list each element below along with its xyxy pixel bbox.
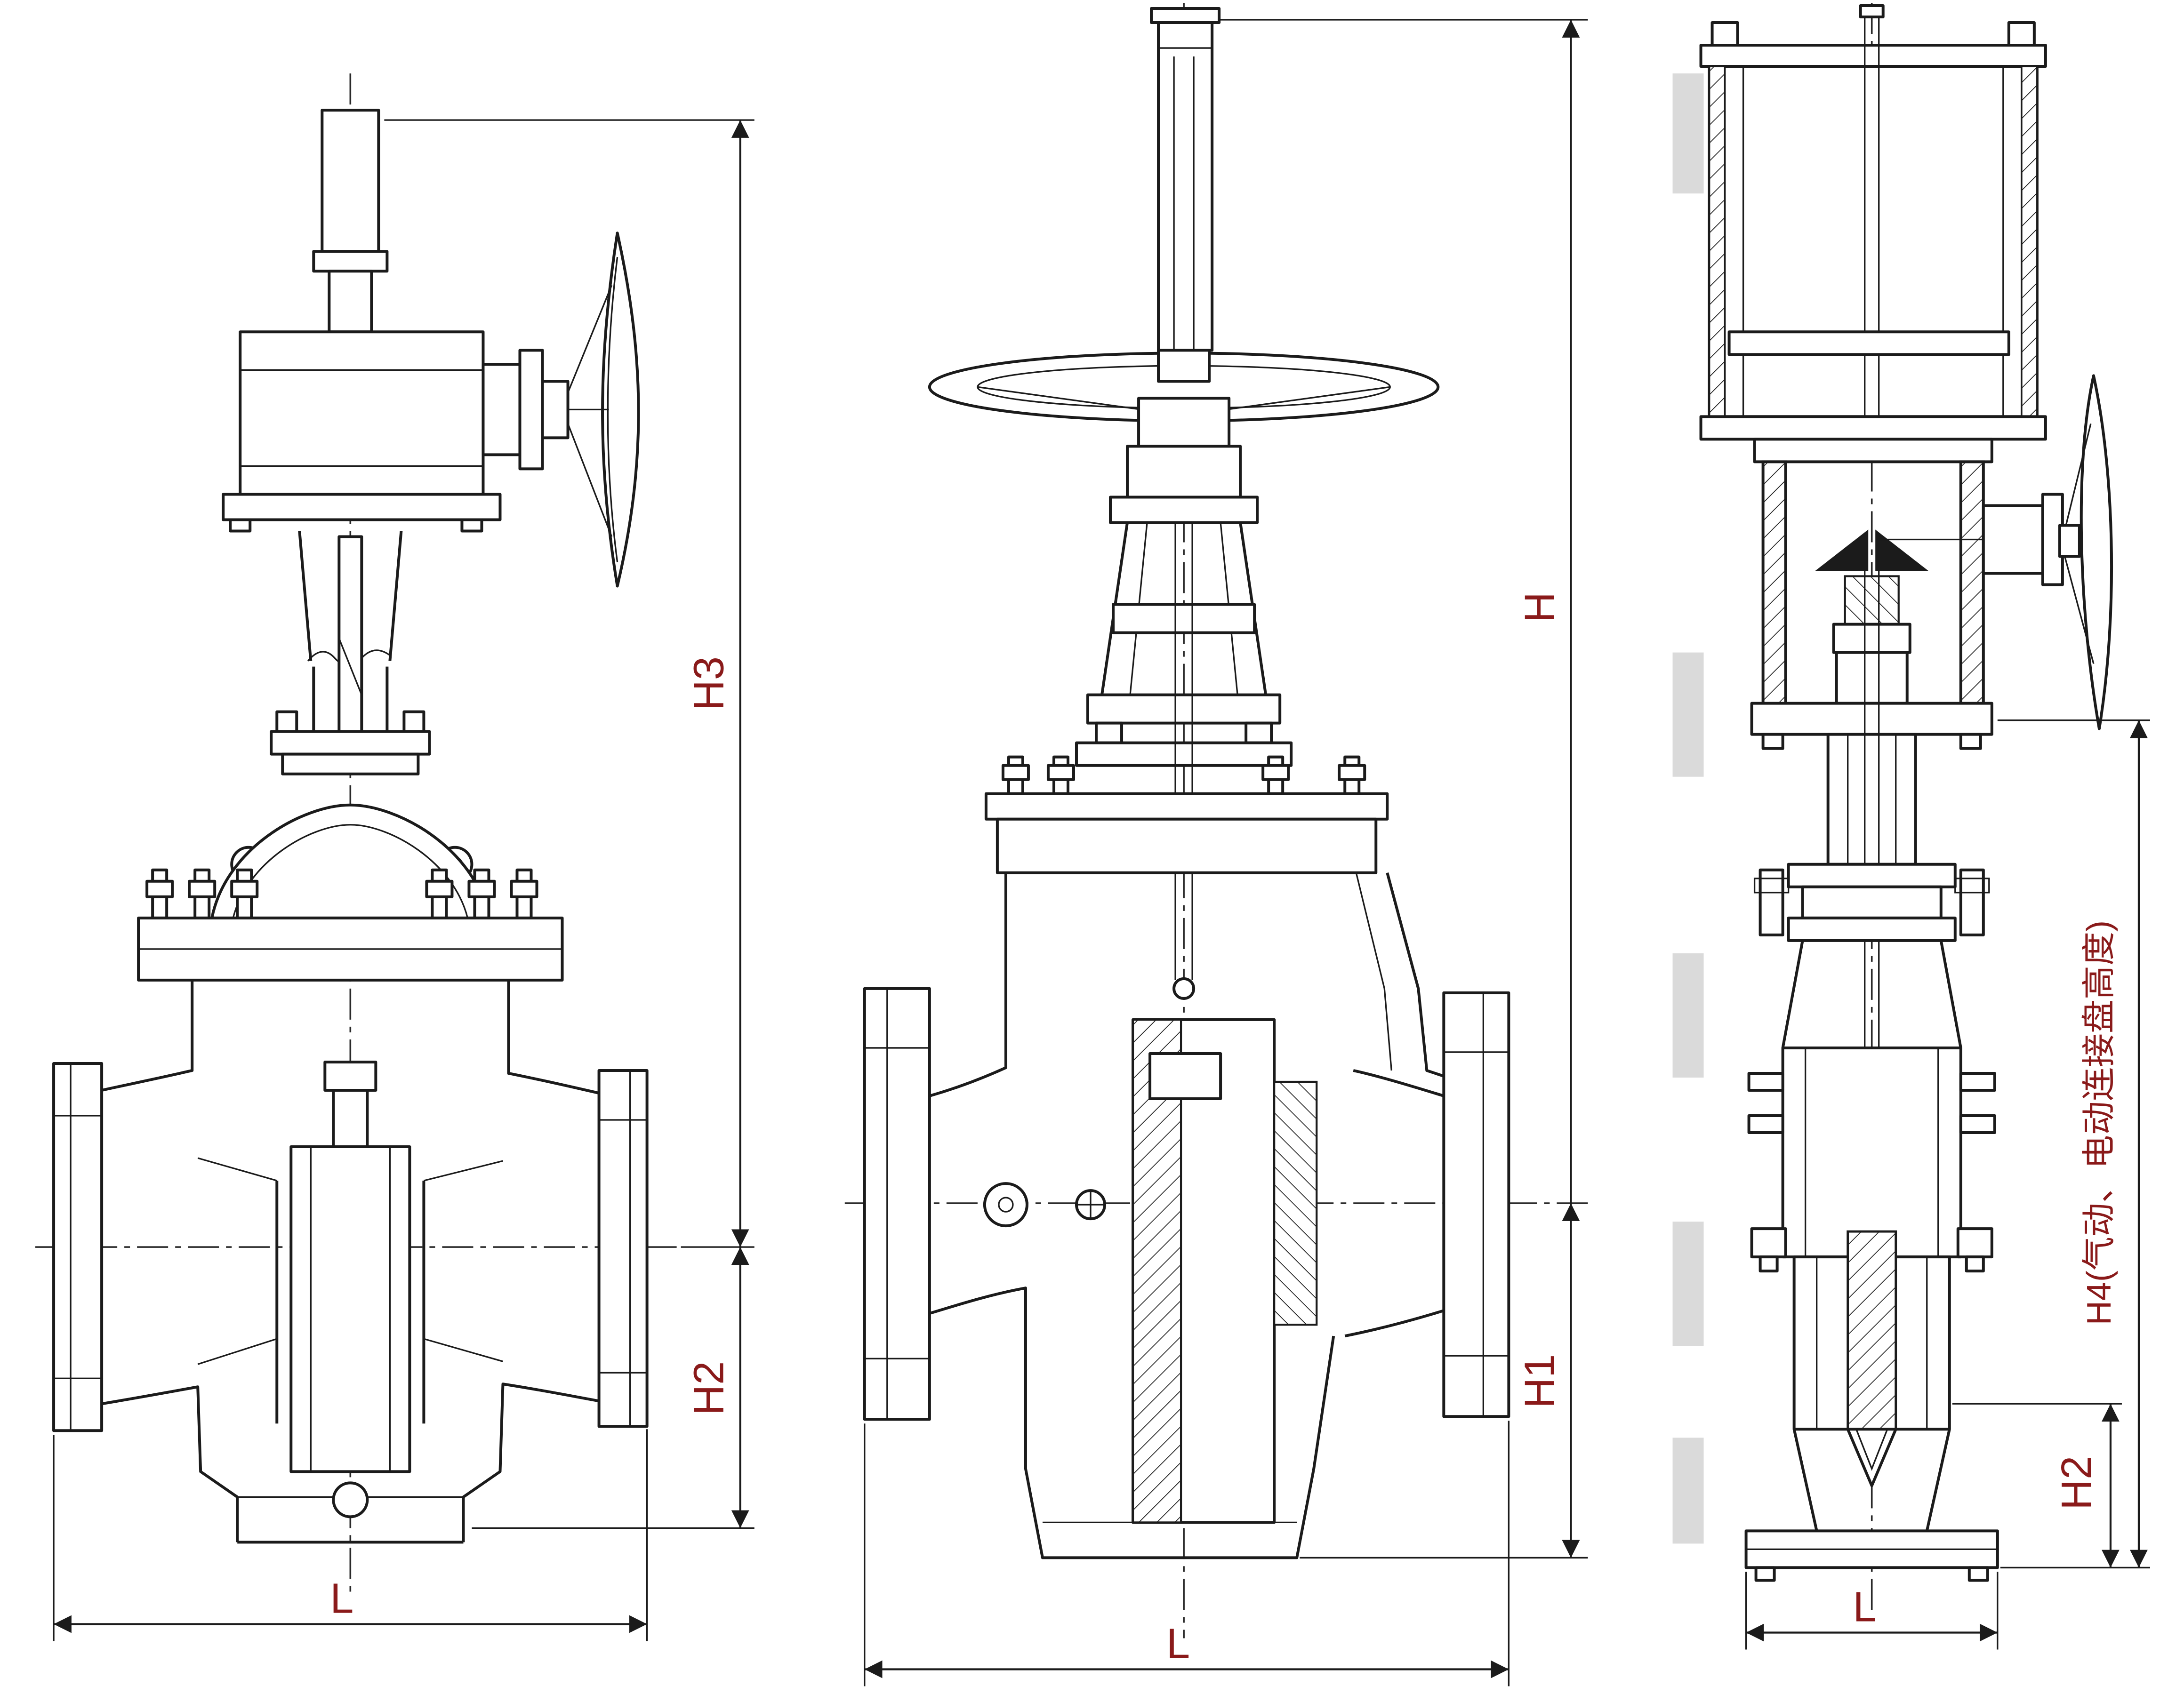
view-slab-gate-valve-handwheel: H H1 L [844, 3, 1588, 1686]
bonnet-bolted-flange-pair [1753, 863, 1990, 1048]
label-h2-view1: H2 [685, 1361, 733, 1415]
inlet-flange-view2 [863, 987, 931, 1421]
outlet-flange-view1 [597, 1069, 649, 1428]
handwheel-top-view2 [928, 349, 1440, 448]
valve-body-view2 [929, 872, 1445, 1559]
dimension-l-view2: L [864, 1421, 1510, 1686]
bottom-flange-view3 [1744, 1429, 1999, 1582]
dimension-h3: H3 [384, 119, 755, 1248]
label-h: H [1516, 592, 1563, 623]
yoke-column-view1 [298, 531, 403, 733]
gate-wedge-view1 [275, 1060, 426, 1518]
dimension-l-view1: L [53, 1429, 648, 1641]
gate-wedge-view3 [1846, 1230, 1897, 1487]
inlet-flange-view1 [52, 1062, 104, 1432]
dimension-h4: H4(气动、电动连接盘高度) [1997, 719, 2150, 1569]
pneumatic-cylinder [1699, 4, 2047, 463]
bonnet-flange-view2 [984, 755, 1389, 874]
handwheel-side-view [567, 232, 640, 588]
bonnet-dome [210, 803, 490, 919]
body-bonnet-bolted-flange [137, 868, 564, 982]
outlet-flange-view2 [1442, 991, 1510, 1418]
scan-smudges [1672, 73, 1704, 1544]
dimension-l-view3: L [1745, 1572, 1999, 1650]
label-h3: H3 [685, 656, 733, 711]
stem-protection-tube [1150, 7, 1221, 352]
bevel-gearbox [222, 330, 570, 533]
dimension-h2-view3: H2 [1952, 1403, 2122, 1568]
label-l-view3: L [1853, 1583, 1877, 1630]
view-gate-valve-pneumatic-actuator: H4(气动、电动连接盘高度) H2 L [1672, 3, 2150, 1650]
extended-bonnet-column [1826, 570, 1917, 1238]
dimension-h2-view1: H2 [472, 1247, 755, 1529]
yoke-view2 [1075, 445, 1293, 1000]
label-l-view1: L [330, 1574, 353, 1622]
bevel-gear-and-handwheel-view3 [1815, 374, 2113, 730]
gate-slab-section [1132, 1018, 1318, 1524]
label-l-view2: L [1166, 1620, 1190, 1668]
yoke-columns-view3 [1761, 460, 1985, 706]
label-h4: H4(气动、电动连接盘高度) [2080, 920, 2118, 1325]
label-h2-view3: H2 [2053, 1456, 2100, 1510]
valve-body-view1 [101, 980, 600, 1544]
view-wedge-gate-valve-gear-operated: H3 H2 L [35, 73, 755, 1641]
stem-top-view1 [312, 109, 389, 334]
dimension-h1: H1 [1516, 1203, 1580, 1558]
label-h1: H1 [1516, 1354, 1563, 1408]
